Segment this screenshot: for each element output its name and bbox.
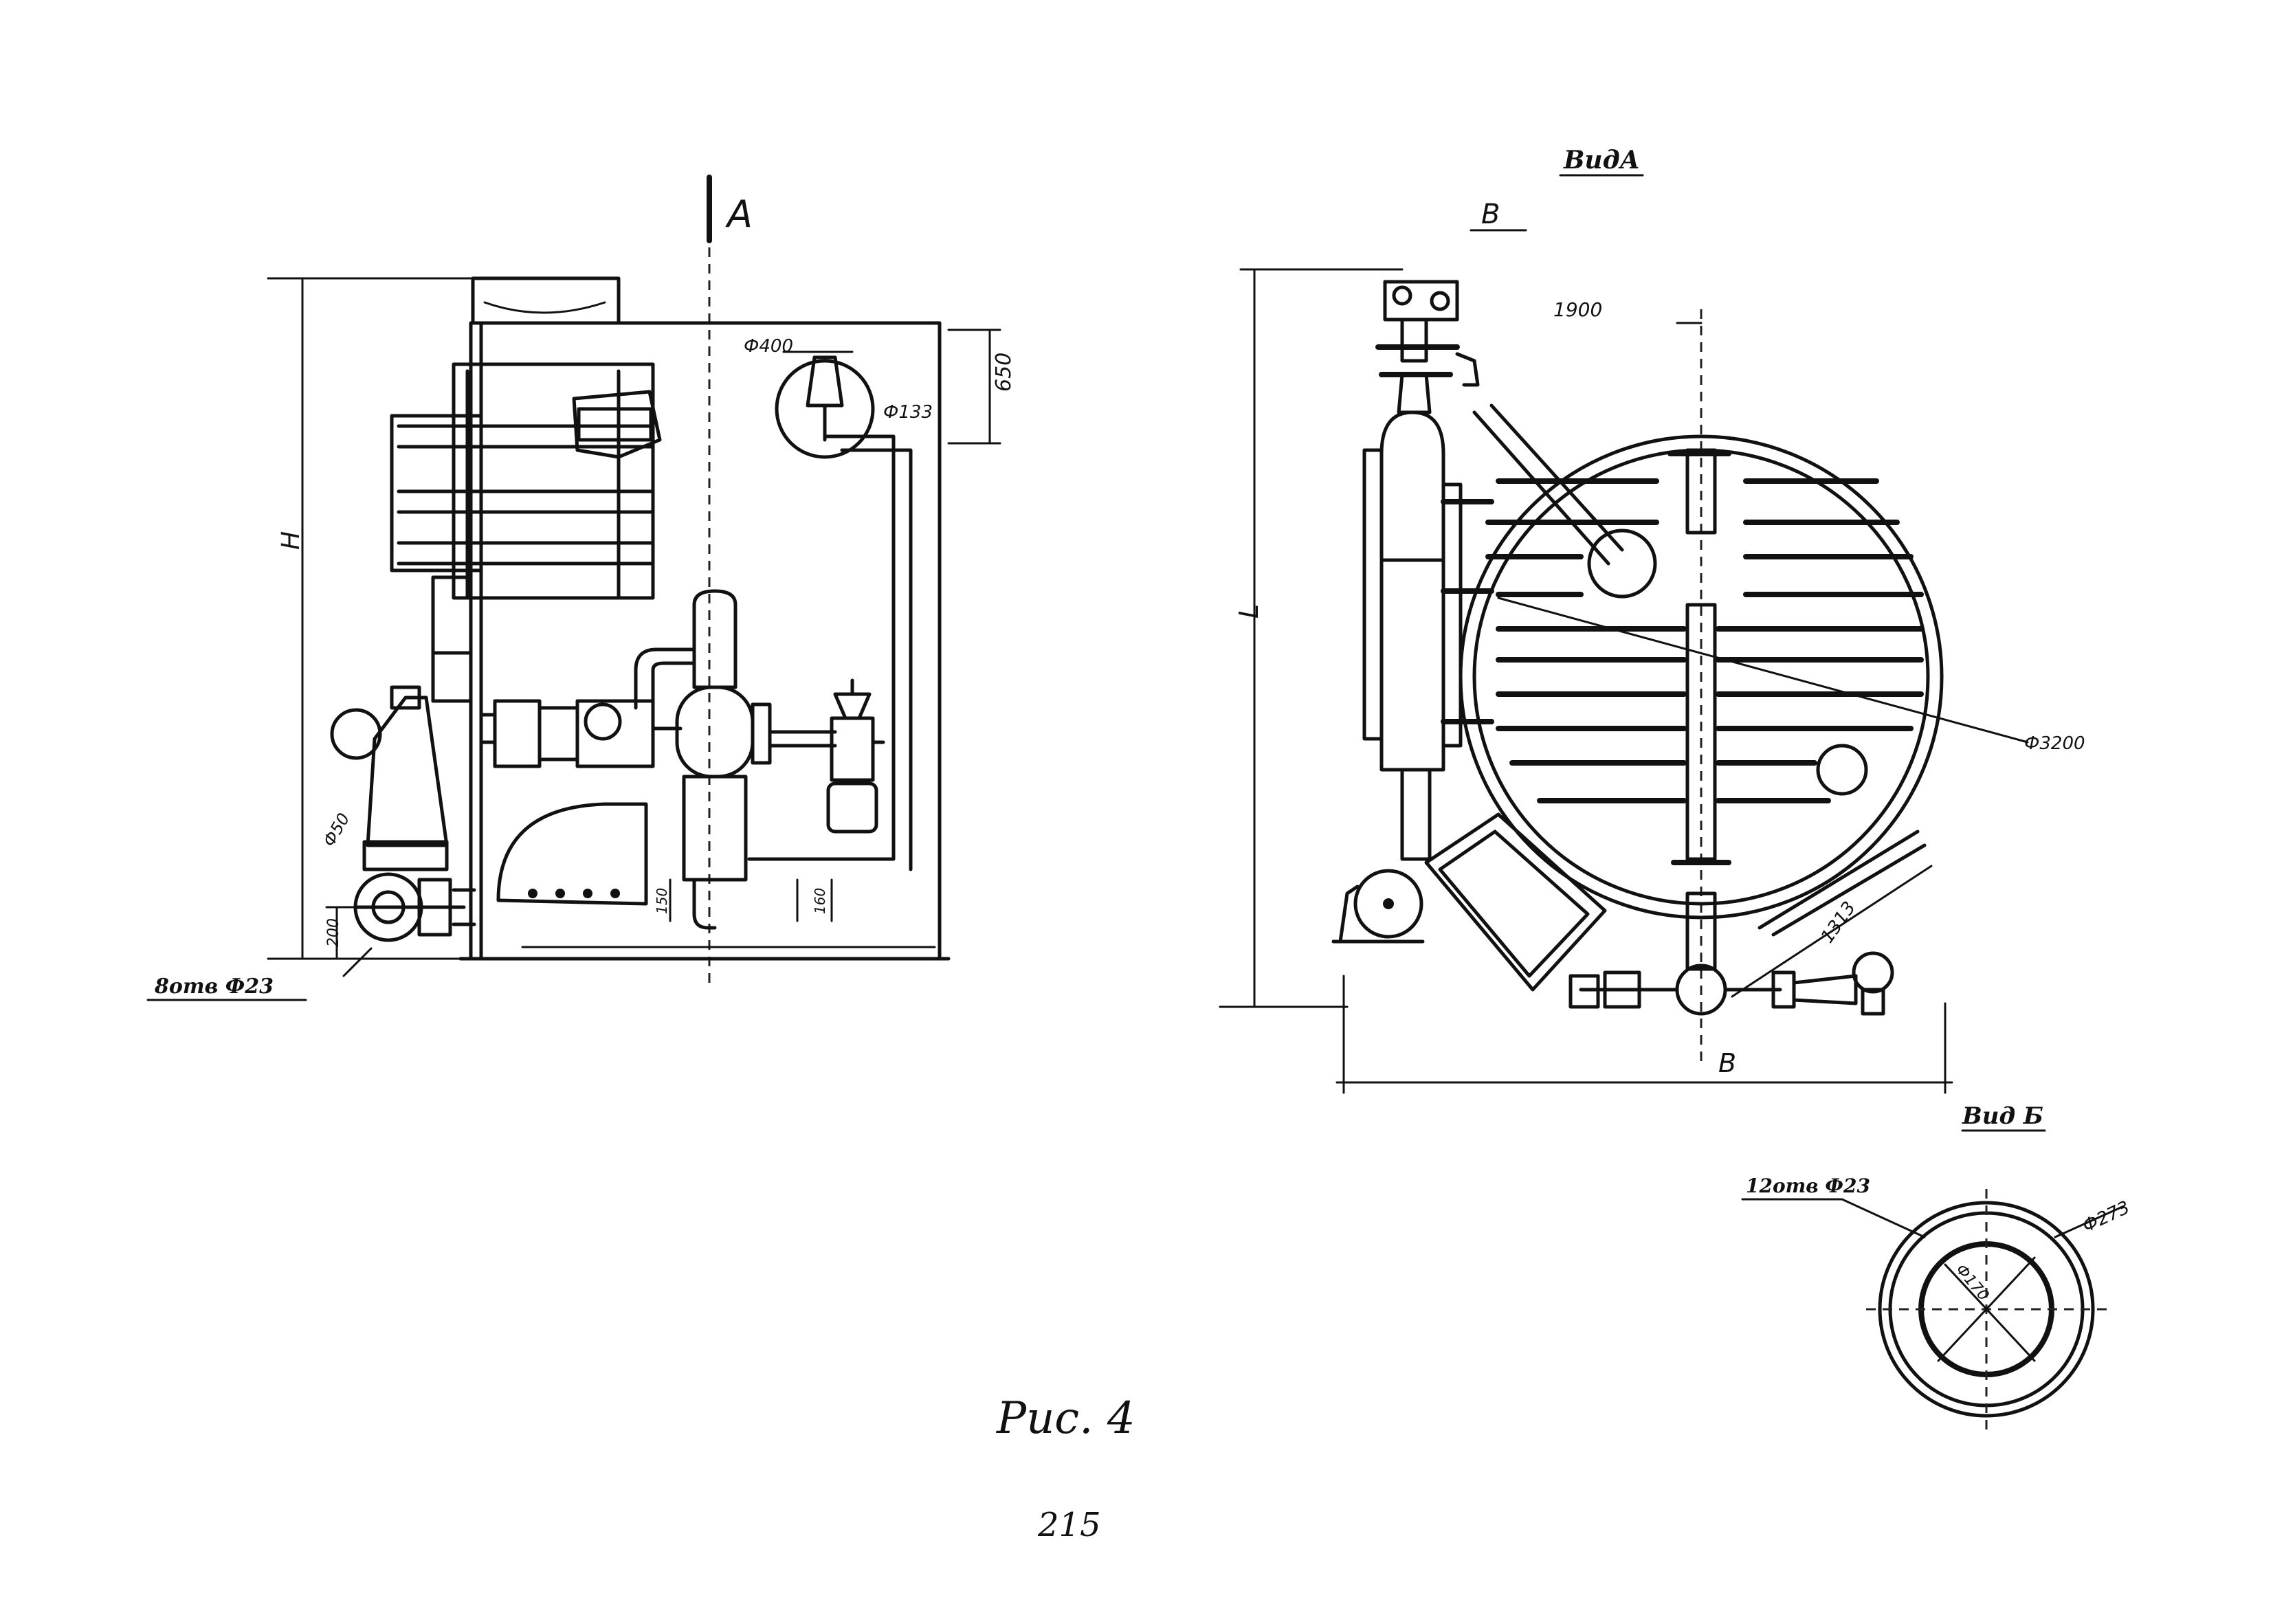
view-a: ВидА L B [1219,146,2085,1094]
main-drum [1459,434,1944,920]
burner-box [572,390,662,459]
dim-d400: Ф400 [744,336,793,357]
central-tube [1685,603,1717,861]
header-column [1362,410,1463,861]
regulator [826,678,885,834]
dim-d50: Ф50 [320,810,354,849]
burner-housing [1424,812,1607,992]
dim-d273: Ф273 [2079,1197,2133,1237]
dim-200: 200 [325,918,342,947]
drum-tubes [1485,478,1924,803]
mark-b-bottom: B [1718,1048,1736,1078]
dim-d133: Ф133 [883,402,933,423]
holes-right-label: 12отв Ф23 [1746,1175,1870,1197]
gate-valve [330,685,476,942]
dim-l: L [1234,604,1264,619]
diagonal-pipe [1472,410,1610,566]
top-valve [1375,280,1480,414]
inner-valve [1816,744,1868,796]
inner-port [1587,529,1657,599]
dim-d3200: Ф3200 [2024,733,2085,754]
small-dim-150: 150 [654,888,670,914]
fan-housing [1353,869,1423,939]
tube-bundle [390,362,655,600]
dim-h: H [277,531,305,550]
side-elevation: A Ф400 [146,175,1016,1001]
small-dim-160: 160 [812,888,828,914]
view-a-title: ВидА [1563,146,1640,175]
bottom-drum [496,802,648,906]
section-mark-a: A [725,192,753,236]
pipe-d133 [747,434,896,861]
top-hood [471,276,621,325]
page-number: 215 [1037,1506,1101,1544]
dim-1900: 1900 [1553,298,1602,321]
flange-outer [1878,1201,2095,1418]
view-b-title: Вид Б [1962,1102,2043,1130]
figure-caption: Рис. 4 [996,1393,1135,1444]
view-b: Вид Б Ф170 12отв Ф23 Ф273 [1741,1102,2133,1430]
pump-assembly [479,699,683,768]
mark-b-top: B [1481,199,1500,230]
dim-650: 650 [992,353,1016,392]
casing-outline [469,321,942,961]
fitting-d400 [775,359,875,459]
bottom-piping [1568,830,1927,1016]
dim-d170: Ф170 [1952,1261,1992,1304]
holes-left-label: 8отв Ф23 [154,975,274,999]
main-valve-group [634,589,837,930]
